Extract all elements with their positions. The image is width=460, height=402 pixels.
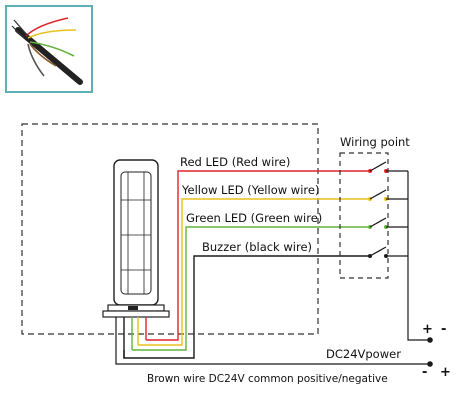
brown-common-wire	[115, 317, 430, 365]
minus-sign-top: -	[441, 322, 446, 337]
device-dashed-box	[21, 123, 319, 335]
relay-switch-icon	[368, 161, 388, 258]
cable-thumbnail	[5, 5, 93, 93]
power-label: DC24Vpower	[326, 347, 401, 361]
wiring-point-label: Wiring point	[340, 135, 410, 149]
minus-sign-bottom: -	[422, 365, 427, 380]
yellow-led-label: Yellow LED (Yellow wire)	[181, 183, 319, 197]
cable-bundle-icon	[11, 17, 83, 85]
tower-light-icon	[102, 159, 170, 318]
common-wire-label: Brown wire DC24V common positive/negativ…	[147, 373, 388, 385]
terminal-top	[427, 337, 433, 343]
wiring-point-box	[339, 152, 389, 279]
green-wire	[132, 226, 370, 351]
black-wire	[123, 255, 370, 359]
terminal-bottom	[427, 361, 433, 367]
buzzer-label: Buzzer (black wire)	[202, 240, 312, 254]
plus-sign-bottom: +	[440, 365, 451, 380]
common-bus	[407, 171, 430, 341]
yellow-wire	[138, 198, 370, 346]
green-led-label: Green LED (Green wire)	[186, 211, 322, 225]
plus-sign-top: +	[422, 322, 433, 337]
red-led-label: Red LED (Red wire)	[180, 155, 290, 169]
red-wire	[146, 170, 370, 341]
